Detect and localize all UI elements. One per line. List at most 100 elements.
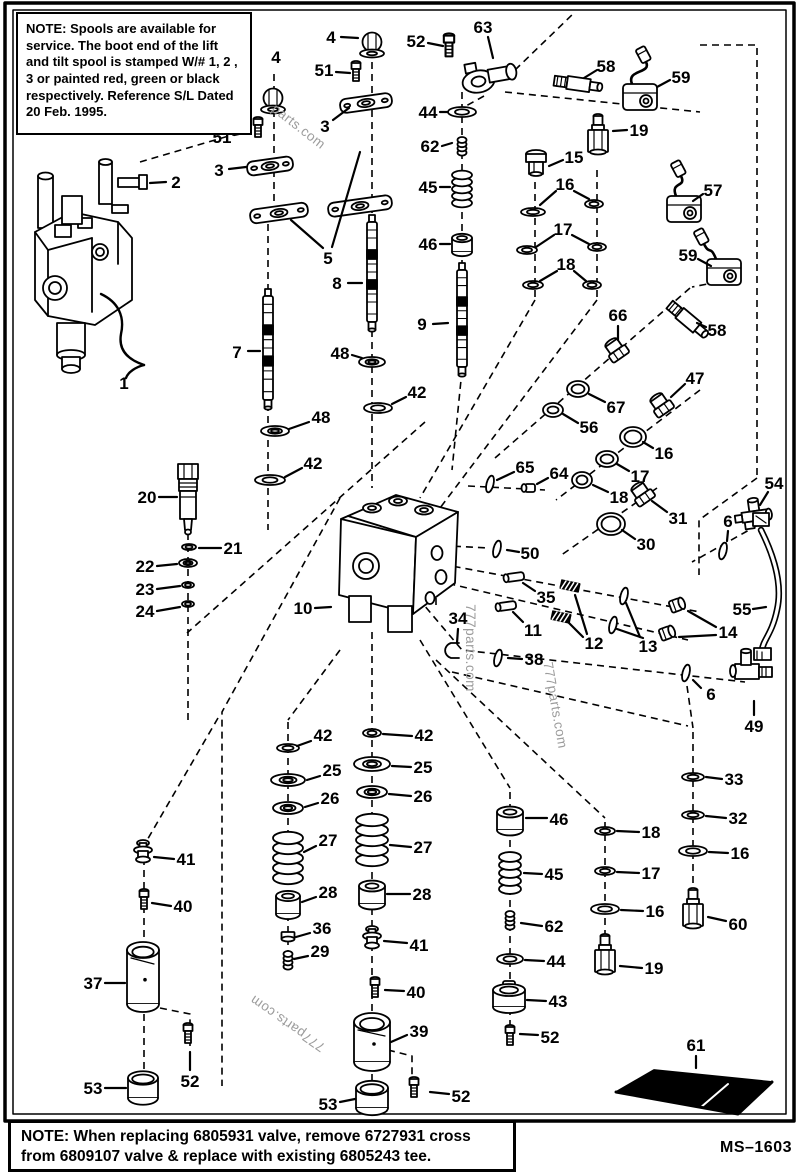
leader-line bbox=[561, 412, 580, 425]
callout-62: 62 bbox=[545, 917, 564, 936]
part-boot bbox=[260, 87, 286, 115]
assembly-dashed-line bbox=[686, 685, 694, 729]
leader-line bbox=[511, 610, 525, 624]
leader-line bbox=[292, 954, 310, 961]
part-washer bbox=[178, 558, 198, 568]
leader-line bbox=[521, 581, 537, 593]
part-cup bbox=[358, 879, 386, 911]
leader-line bbox=[155, 584, 182, 591]
part-cyl58 bbox=[665, 299, 709, 339]
leader-line bbox=[227, 165, 248, 171]
callout-26: 26 bbox=[321, 789, 340, 808]
part-oring bbox=[681, 772, 705, 782]
leader-line bbox=[383, 988, 406, 993]
part-screw bbox=[442, 32, 456, 58]
leader-line bbox=[691, 192, 705, 203]
callout-59: 59 bbox=[672, 68, 691, 87]
callout-28: 28 bbox=[319, 883, 338, 902]
callout-52: 52 bbox=[452, 1087, 471, 1106]
callout-32: 32 bbox=[729, 809, 748, 828]
part-spring bbox=[451, 169, 473, 209]
leader-line bbox=[287, 420, 311, 431]
part-oring bbox=[681, 810, 705, 820]
part-spring bbox=[498, 851, 522, 895]
callout-18: 18 bbox=[557, 255, 576, 274]
leader-line bbox=[495, 470, 516, 482]
part-plate61 bbox=[614, 1069, 774, 1116]
callout-42: 42 bbox=[314, 726, 333, 745]
callout-24: 24 bbox=[136, 602, 155, 621]
leader-line bbox=[148, 180, 168, 185]
callout-61: 61 bbox=[687, 1036, 706, 1055]
leader-line bbox=[572, 269, 588, 283]
part-spring bbox=[355, 812, 389, 868]
part-mush41 bbox=[133, 839, 153, 864]
assembly-dashed-line bbox=[387, 1049, 413, 1080]
callout-63: 63 bbox=[474, 18, 493, 37]
callout-45: 45 bbox=[419, 178, 438, 197]
part-screw bbox=[369, 976, 381, 998]
part-washer bbox=[358, 356, 386, 368]
leader-line bbox=[381, 732, 414, 738]
part-hose55 bbox=[752, 512, 783, 661]
leader-line bbox=[534, 233, 556, 249]
leader-line bbox=[587, 392, 607, 404]
callout-2: 2 bbox=[171, 173, 180, 192]
leader-line bbox=[570, 233, 591, 246]
callout-42: 42 bbox=[408, 383, 427, 402]
part-screw bbox=[182, 1022, 194, 1044]
callout-6: 6 bbox=[723, 512, 732, 531]
leader-line bbox=[615, 829, 641, 834]
leader-line bbox=[302, 844, 318, 854]
leader-line bbox=[547, 158, 565, 168]
part-cyl58 bbox=[552, 74, 604, 94]
part-oring bbox=[584, 199, 604, 209]
part-oring bbox=[590, 903, 620, 915]
part-ring bbox=[619, 426, 647, 448]
assembly-dashed-line bbox=[559, 487, 658, 557]
part-spring62 bbox=[456, 136, 468, 157]
callout-6: 6 bbox=[706, 685, 715, 704]
part-cup53 bbox=[355, 1079, 389, 1117]
part-plug66 bbox=[630, 481, 656, 508]
part-voring bbox=[608, 615, 618, 635]
leader-line bbox=[155, 605, 182, 613]
leader-line bbox=[572, 189, 591, 201]
part-washer bbox=[260, 425, 290, 437]
note-box-top: NOTE: Spools are available for service. … bbox=[16, 12, 252, 135]
callout-17: 17 bbox=[631, 467, 650, 486]
leader-line bbox=[300, 895, 318, 904]
leader-line bbox=[624, 601, 642, 639]
part-voring bbox=[718, 541, 728, 561]
leader-line bbox=[295, 739, 313, 748]
part-plug66 bbox=[649, 392, 675, 419]
leader-line bbox=[390, 764, 413, 769]
leader-line bbox=[518, 1032, 540, 1037]
leader-line bbox=[704, 814, 728, 820]
part-boot bbox=[359, 31, 385, 59]
callout-38: 38 bbox=[525, 650, 544, 669]
part-sol59 bbox=[622, 45, 658, 111]
callout-25: 25 bbox=[414, 758, 433, 777]
leader-line bbox=[522, 871, 544, 876]
callout-58: 58 bbox=[597, 57, 616, 76]
part-oring bbox=[594, 866, 616, 876]
callout-29: 29 bbox=[311, 942, 330, 961]
leader-line bbox=[725, 529, 730, 543]
callout-42: 42 bbox=[304, 454, 323, 473]
part-plug64 bbox=[520, 483, 536, 493]
leader-line bbox=[573, 593, 589, 636]
assembly-dashed-line bbox=[435, 659, 606, 819]
leader-line bbox=[641, 440, 655, 450]
leader-line bbox=[382, 939, 409, 945]
callout-4: 4 bbox=[271, 48, 281, 67]
part-screw bbox=[350, 60, 362, 82]
part-spring62 bbox=[504, 910, 516, 931]
callout-1: 1 bbox=[119, 374, 128, 393]
callout-8: 8 bbox=[332, 274, 341, 293]
part-ring bbox=[542, 402, 564, 418]
leader-line bbox=[339, 35, 360, 40]
callout-21: 21 bbox=[224, 539, 243, 558]
callout-48: 48 bbox=[312, 408, 331, 427]
